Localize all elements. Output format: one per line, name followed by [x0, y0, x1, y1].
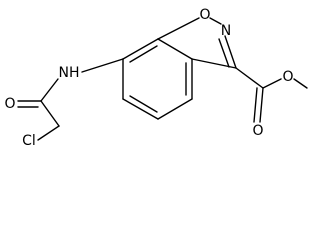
bond-o1-n2 [209, 17, 222, 25]
bond-nh-amide-c [40, 78, 59, 102]
bond-ester-c-carbonyl-o-double [253, 87, 258, 123]
bond-c3-c3a [191, 58, 237, 69]
bond-c6-c5 [122, 98, 159, 120]
ester-carbonyl-oxygen-label: O [252, 123, 263, 139]
bond-c3-ester-c [235, 67, 264, 89]
bond-amide-c-ch2 [40, 100, 60, 127]
bond-ester-c-ester-o [262, 78, 282, 89]
bond-ester-o-methyl [293, 78, 308, 89]
bond-ester-c-carbonyl-o [259, 87, 264, 123]
bond-c7a-c7-double [129, 45, 158, 63]
bond-c7a-c7 [122, 38, 159, 60]
bond-n2-c3-double [218, 38, 230, 68]
bond-c5-c4 [157, 98, 193, 120]
bond-c6-nh [81, 58, 124, 73]
bond-ch2-cl [37, 125, 60, 141]
bond-n2-c3 [224, 35, 237, 69]
bond-c7a-o1 [157, 17, 200, 40]
chlorine-label: Cl [22, 133, 36, 149]
amide-nh-label: NH [59, 65, 80, 81]
amide-oxygen-label: O [4, 96, 15, 112]
molecule-structure: O N NH O Cl O O [4, 7, 308, 149]
ring-nitrogen-label: N [221, 23, 231, 39]
bond-c3a-c7a [157, 38, 193, 60]
ring-oxygen-label: O [199, 7, 210, 23]
bond-c6-c5-double [129, 95, 158, 113]
ester-oxygen-label: O [282, 69, 293, 85]
